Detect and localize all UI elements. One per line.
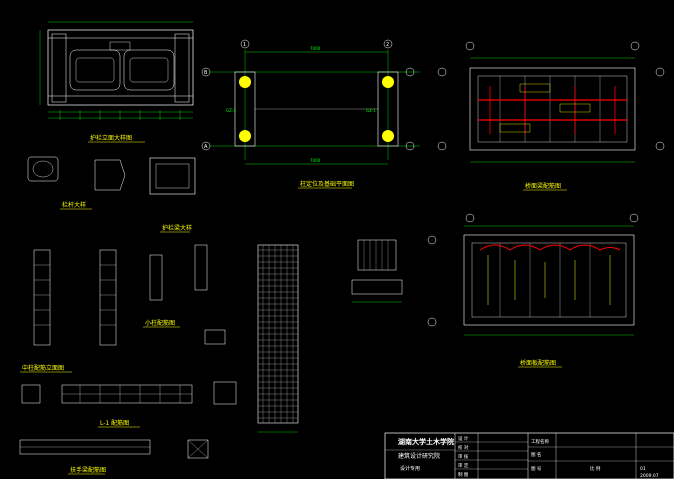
row-approve: 审 定	[458, 462, 469, 469]
project-label: 工程名称	[531, 438, 549, 445]
beam-plan-view: 桥面梁配筋图	[437, 41, 665, 191]
overall-dimension: 7000	[310, 46, 321, 51]
axis-label-a: A	[204, 144, 208, 150]
slab-plan-title: 桥面板配筋图	[520, 359, 556, 367]
column-elevation-view: 中柱配筋立面图 小柱配筋图	[20, 244, 226, 373]
handrail-detail-small	[351, 239, 403, 303]
parapet-elevation-view: 护栏立面大样图	[39, 21, 194, 143]
project-stamp: 设计专用	[400, 465, 420, 472]
sheet-label: 图 号	[531, 466, 542, 472]
pier-label-left: GZ-1	[226, 108, 236, 113]
beam-section-title: 护栏梁大样	[162, 224, 192, 232]
baluster-detail-title: 栏杆大样	[62, 201, 86, 209]
axis-label-1: 1	[243, 42, 246, 48]
beam-section-view: 护栏梁大样	[149, 157, 196, 233]
org-name: 湖南大学土木学院	[398, 437, 454, 446]
beam-plan-title: 桥面梁配筋图	[525, 182, 561, 190]
baluster-detail-view: 栏杆大样	[27, 156, 126, 210]
sheet-no: 01	[640, 466, 646, 472]
handrail-beam-title: 扶手梁配筋图	[70, 466, 106, 474]
date-value: 2009.07	[640, 473, 659, 479]
handrail-detail-title: L-1 配筋图	[100, 419, 129, 427]
title-block: 湖南大学土木学院 建筑设计研究院 设计专用 设 计 校 对 审 核 审 定 制 …	[384, 432, 674, 479]
axis-label-2: 2	[386, 42, 389, 48]
pier-label-right: GZ-1	[366, 108, 376, 113]
overall-dimension-bottom: 7000	[310, 158, 321, 163]
institute-name: 建筑设计研究院	[398, 452, 440, 460]
row-check: 校 对	[458, 444, 469, 451]
slab-plan-view: 桥面板配筋图	[427, 213, 639, 368]
axis-label-b: B	[204, 70, 208, 76]
column-plan-title: 柱定位及基础平面图	[300, 180, 354, 188]
row-design: 设 计	[458, 435, 469, 442]
column-elevation-title: 中柱配筋立面图	[22, 364, 64, 372]
row-review: 审 核	[458, 453, 469, 460]
row-draw: 制 图	[458, 471, 469, 478]
small-column-title: 小柱配筋图	[145, 319, 175, 327]
handrail-beam-view: L-1 配筋图 扶手梁配筋图	[19, 381, 237, 475]
slab-mesh-view	[257, 244, 299, 433]
parapet-elevation-title: 护栏立面大样图	[90, 134, 132, 142]
column-plan-view: 1 2 B A 7000 7000 GZ-1 GZ-1 柱定位及基础平面图	[201, 39, 420, 189]
scale-label: 比 例	[590, 465, 601, 472]
drawing-label: 图 名	[531, 451, 541, 458]
